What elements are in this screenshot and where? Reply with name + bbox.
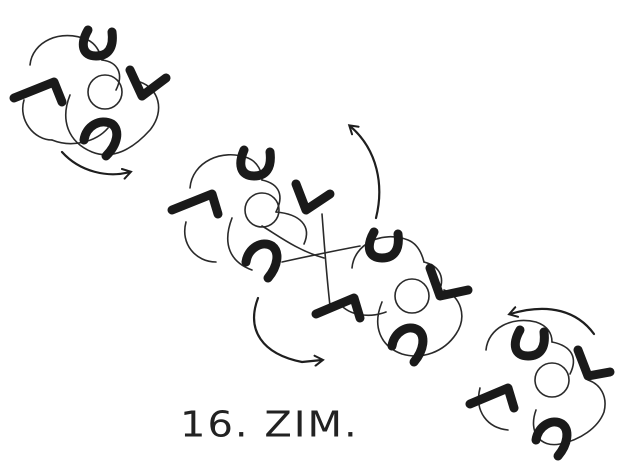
motif-center-left <box>167 124 381 283</box>
figure-caption: 16. ZIM. <box>180 404 359 446</box>
motif-top-left <box>9 25 171 180</box>
center-cross <box>261 213 361 307</box>
motif-bottom-right <box>465 306 615 461</box>
motif-center-right <box>253 227 473 367</box>
